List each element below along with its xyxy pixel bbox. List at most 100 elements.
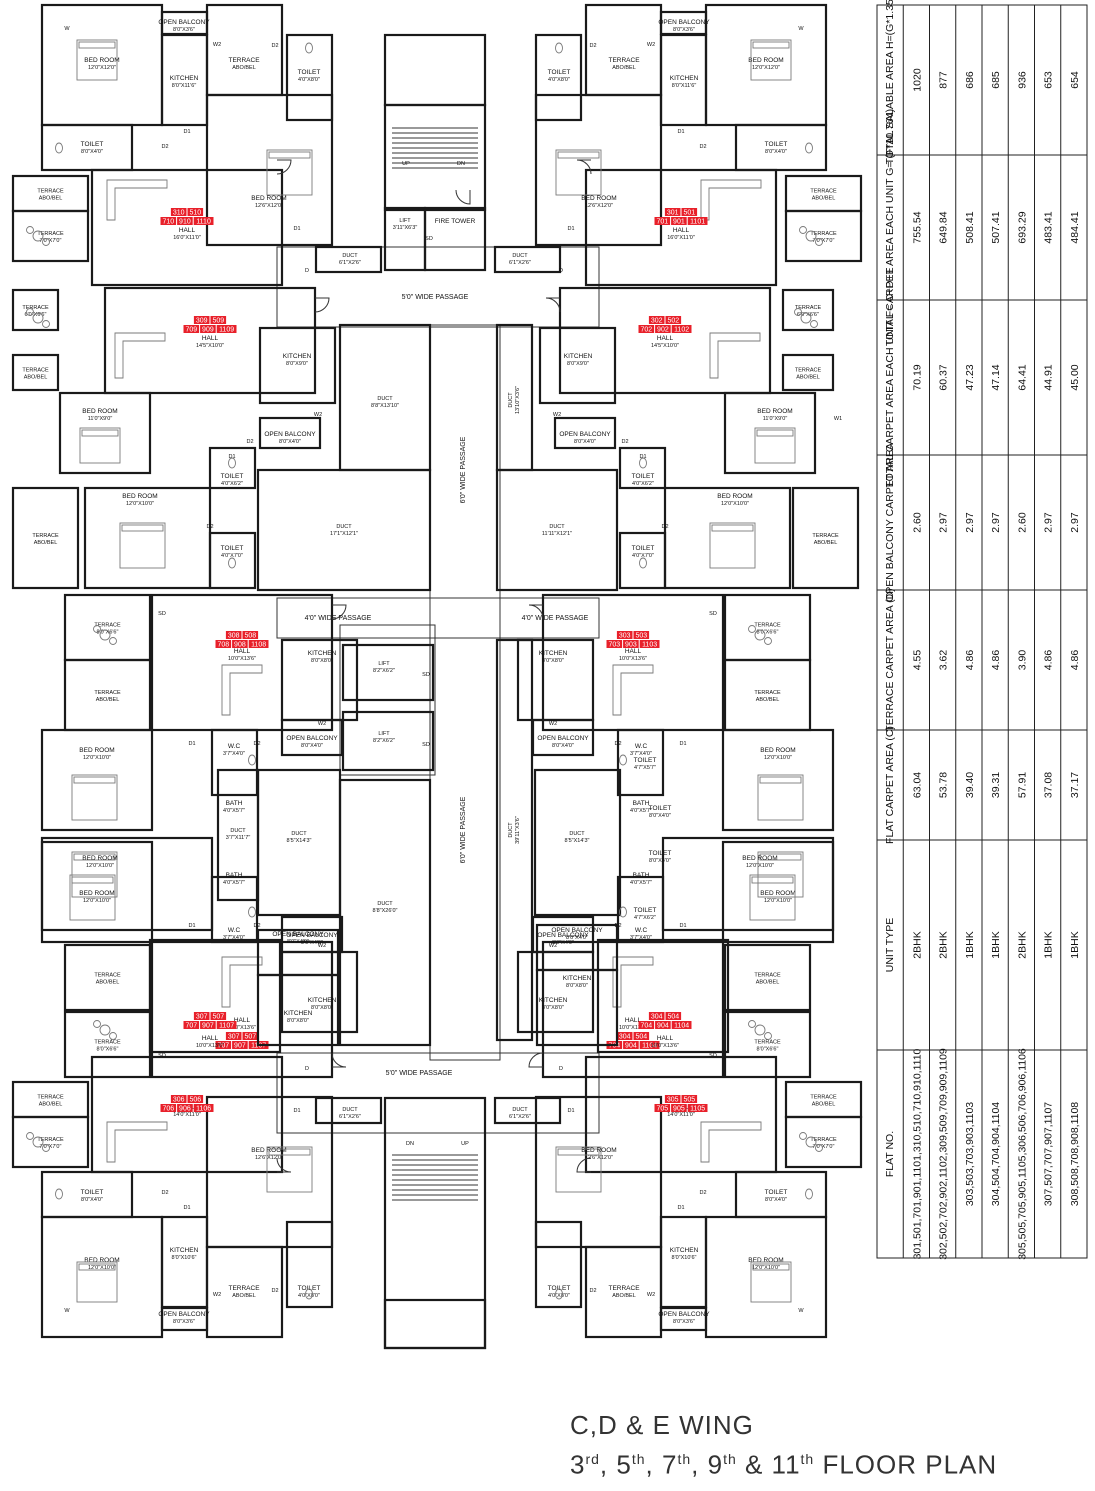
flat-number: 510: [189, 209, 201, 216]
lift-label: LIFT: [378, 731, 390, 737]
toilet-label: TOILET: [649, 805, 672, 812]
wc-label: W.C: [228, 927, 241, 934]
kitchen-area: [659, 1215, 708, 1309]
balcony-size: 8'0"X3'6": [173, 27, 195, 33]
toilet-area: [734, 1170, 828, 1219]
duct-label: DUCT: [512, 253, 528, 259]
table-cell: 3.90: [1016, 650, 1028, 671]
bedroom-label: BED ROOM: [122, 493, 157, 500]
table-cell: 484.41: [1069, 211, 1081, 243]
table-cell: 2.97: [1043, 512, 1055, 533]
flat-number-box: [671, 1021, 692, 1029]
table-cell: 649.84: [938, 211, 950, 243]
toilet-label: TOILET: [632, 473, 655, 480]
balcony-size: 8'0"X3'6": [673, 27, 695, 33]
flat-number-box: [242, 1032, 259, 1040]
balcony-label: OPEN BALCONY: [658, 19, 710, 26]
hall-area: [148, 938, 282, 1054]
flat-number-box: [210, 316, 227, 324]
flat-number: 1109: [219, 326, 234, 333]
terrace-label: TERRACE: [94, 1040, 121, 1046]
bedroom-area: [58, 391, 152, 475]
mark-d2: D2: [614, 741, 621, 747]
mark-w2: W2: [549, 721, 557, 727]
door-swing: [276, 1157, 292, 1173]
toilet-icon: [639, 557, 647, 569]
hall-size: 14'0"X11'0": [667, 1112, 695, 1118]
hall-size: 10'0"X13'6": [196, 1043, 224, 1049]
hall-size: 14'5"X10'0": [651, 343, 679, 349]
toilet-icon: [555, 1288, 563, 1300]
table-header: TOTAL SALABLE AREA H=(G*1.35): [884, 0, 896, 164]
flat-number: 1103: [642, 641, 657, 648]
bedroom-size: 12'0"X10'0": [721, 501, 749, 507]
passage-label: 5'0" WIDE PASSAGE: [402, 294, 469, 301]
passage-label: 4'0" WIDE PASSAGE: [305, 615, 372, 622]
flat-number-box: [193, 1104, 214, 1112]
kitchen-label: KITCHEN: [308, 650, 337, 657]
passage-lobby: [339, 624, 436, 776]
bedroom-size: 11'0"X9'0": [763, 416, 788, 422]
terrace-size: ABO/BEL: [96, 697, 120, 703]
pillow-icon: [268, 1148, 311, 1156]
toilet-icon: [619, 906, 627, 918]
table-header: TERRACE CARPET AREA (D): [884, 588, 896, 731]
door-swing: [528, 1052, 544, 1068]
flat-number: 910: [179, 218, 191, 225]
bath-size: 4'0"X5'7": [223, 808, 245, 814]
flat-number-box: [671, 1104, 687, 1112]
duct-area: [256, 468, 432, 592]
floor-separator: &: [736, 1449, 772, 1480]
flat-number-box: [216, 325, 237, 333]
door-swing: [276, 159, 292, 175]
terrace-label: TERRACE: [810, 231, 837, 237]
bedroom-label: BED ROOM: [717, 493, 752, 500]
flat-number: 304: [619, 1033, 631, 1040]
table-cell: 2.60: [911, 512, 923, 533]
table-cell: 1BHK: [1069, 931, 1081, 958]
balcony-label: OPEN BALCONY: [286, 735, 338, 742]
flat-number-box: [170, 208, 187, 216]
toilet-icon: [228, 557, 236, 569]
plan-title: C,D & E WING 3rd, 5th, 7th, 9th & 11th F…: [570, 1408, 997, 1482]
flat-number: 703: [608, 641, 620, 648]
balcony-size: 8'0"X4'0": [574, 439, 596, 445]
balcony-area: [258, 416, 322, 450]
terrace-area: [205, 1245, 284, 1339]
kitchen-area: [256, 973, 340, 1047]
duct-area: [338, 778, 432, 1047]
terrace-label: TERRACE: [608, 1285, 640, 1292]
table-cell: 302,502,702,902,1102,309,509,709,909,110…: [938, 1048, 950, 1260]
toilet-label: TOILET: [81, 141, 104, 148]
mark-w2: W2: [549, 943, 557, 949]
terrace-label: TERRACE: [754, 623, 781, 629]
wc-size: 3'7"X4'0": [223, 751, 245, 757]
sofa-icon: [700, 179, 762, 221]
table-cell: 53.78: [938, 772, 950, 798]
terrace-label: TERRACE: [754, 690, 781, 696]
balcony-label: OPEN BALCONY: [559, 431, 611, 438]
fire-tower: [423, 206, 487, 272]
table-icon: [754, 629, 766, 641]
table-icon: [32, 1136, 44, 1148]
mark-w2: W2: [318, 721, 326, 727]
sd-mark: SD: [422, 742, 430, 748]
toilet-area: [40, 1170, 134, 1219]
mark-d1: D1: [567, 226, 574, 232]
mark-w: W: [798, 26, 804, 32]
toilet-icon: [248, 906, 256, 918]
mark-d1: D1: [183, 1205, 190, 1211]
terrace-size: ABO/BEL: [34, 540, 58, 546]
flat-number-box: [200, 325, 216, 333]
mark-d2: D2: [699, 1190, 706, 1196]
toilet-area: [734, 123, 828, 172]
chair-icon: [93, 625, 101, 633]
flat-number-box: [655, 1021, 671, 1029]
flat-number: 502: [667, 317, 679, 324]
sofa-icon: [612, 956, 654, 1008]
flat-number-box: [177, 217, 193, 225]
kitchen-label: KITCHEN: [308, 997, 337, 1004]
toilet-size: 8'0"X4'0": [765, 149, 787, 155]
flat-number-box: [232, 640, 248, 648]
toilet-size: 4'0"X7'0": [221, 553, 243, 559]
